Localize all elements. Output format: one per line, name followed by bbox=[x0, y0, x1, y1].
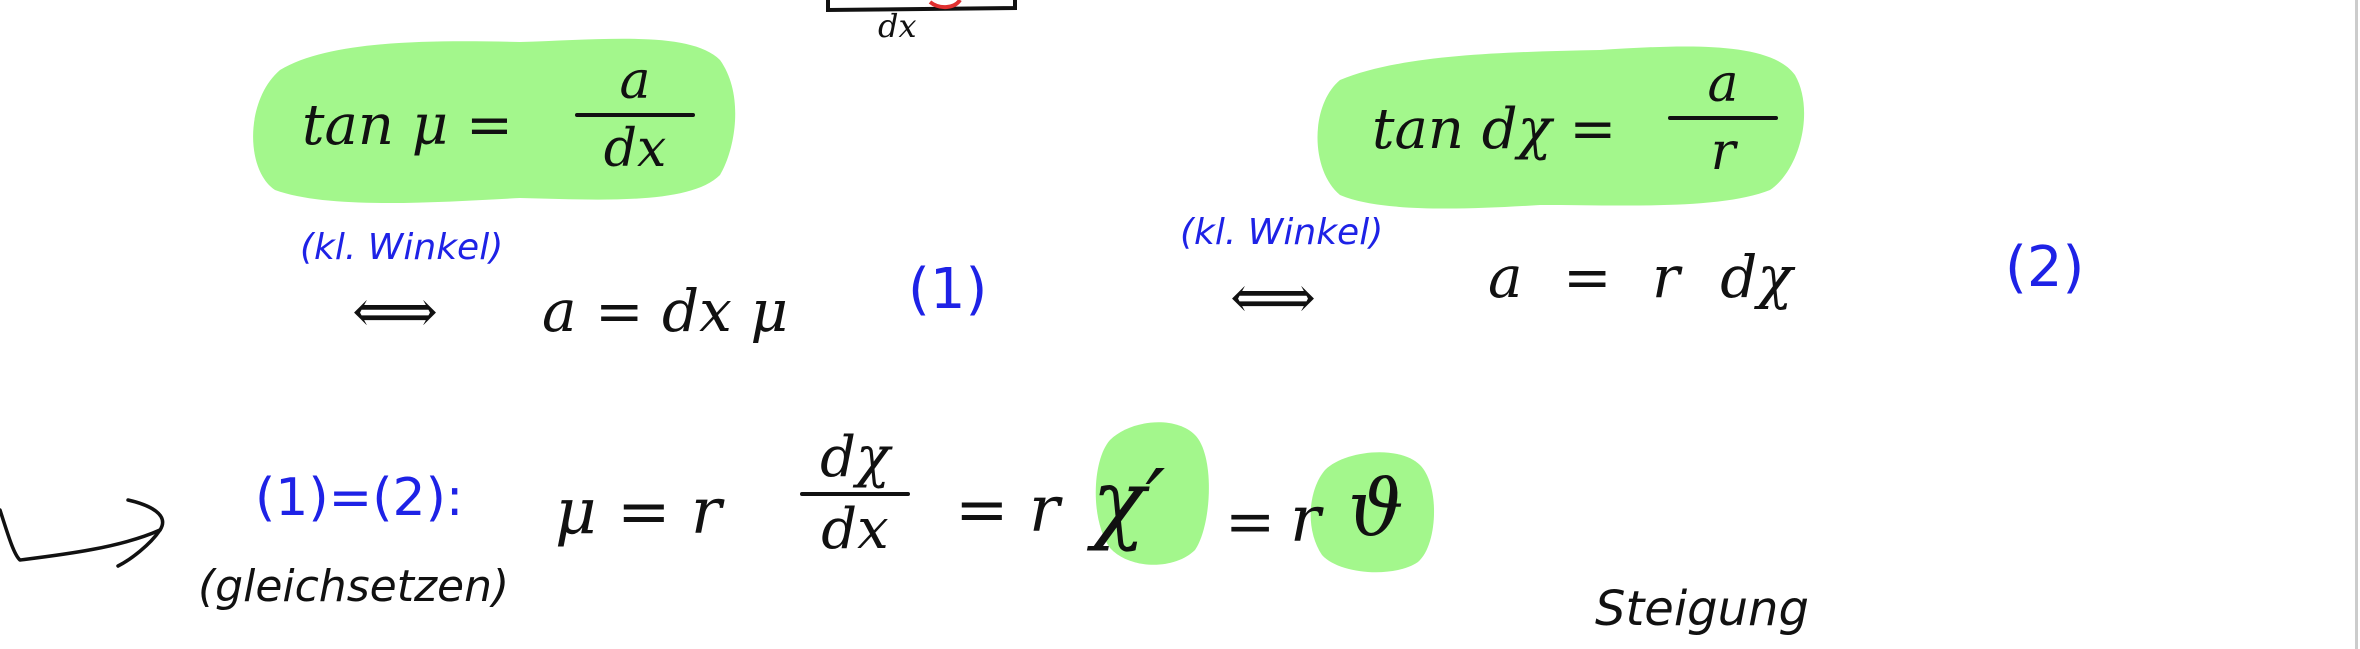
eq-right-fraction: a r bbox=[1668, 58, 1778, 178]
eq-row3-chi-prime: χ′ bbox=[1092, 450, 1166, 553]
eq-right-fraction-bar bbox=[1668, 116, 1778, 120]
eq-row3-lhs: μ = r bbox=[555, 475, 722, 549]
top-sketch-line bbox=[826, 0, 1017, 13]
slope-note: Steigung bbox=[1595, 581, 1809, 637]
eq-row3-theta: ϑ bbox=[1348, 464, 1404, 554]
eq-row3-numerator: dχ bbox=[820, 425, 890, 490]
eq-left-fraction-bar bbox=[575, 113, 695, 117]
eq-left-numerator: a bbox=[619, 51, 651, 111]
eq-row3-denominator: dx bbox=[821, 497, 889, 562]
curved-arrow-icon bbox=[0, 498, 165, 568]
eq-row3-equals: = bbox=[1225, 487, 1276, 557]
eq-left-denominator: dx bbox=[603, 119, 667, 179]
highlight-blob-chi-prime bbox=[1095, 422, 1209, 565]
highlight-blob-right bbox=[1317, 46, 1805, 209]
equivalence-arrow-icon: ⟺ bbox=[352, 277, 439, 347]
combine-label: (1)=(2): bbox=[255, 468, 464, 528]
page-edge-divider bbox=[2355, 0, 2358, 649]
highlight-blob-theta bbox=[1310, 452, 1435, 573]
eq-row3-r: r bbox=[1290, 483, 1321, 557]
small-angle-note-right: (kl. Winkel) bbox=[1180, 212, 1384, 253]
small-angle-note-left: (kl. Winkel) bbox=[300, 227, 504, 268]
eq-right-numerator: a bbox=[1707, 54, 1739, 114]
eq-row2-right: a = r dχ bbox=[1488, 243, 1793, 311]
top-fragment-label: dx bbox=[878, 7, 917, 45]
equation-tag-2: (2) bbox=[2005, 235, 2085, 300]
equivalence-arrow-icon-right: ⟺ bbox=[1230, 263, 1317, 333]
eq-row3-fraction-bar bbox=[800, 492, 910, 496]
top-sketch-marker bbox=[928, 0, 962, 9]
highlight-blob-left bbox=[253, 38, 736, 203]
combine-note: (gleichsetzen) bbox=[198, 561, 510, 612]
eq-right-denominator: r bbox=[1710, 122, 1736, 182]
eq-row2-left: a = dx μ bbox=[542, 277, 789, 345]
equation-tag-1: (1) bbox=[908, 257, 988, 322]
eq-row3-fraction: dχ dx bbox=[800, 430, 910, 558]
eq-row3-mid: = r bbox=[955, 473, 1060, 547]
eq-right-lhs: tan dχ = bbox=[1372, 97, 1617, 162]
eq-left-lhs: tan μ = bbox=[302, 93, 513, 158]
eq-left-fraction: a dx bbox=[575, 55, 695, 175]
